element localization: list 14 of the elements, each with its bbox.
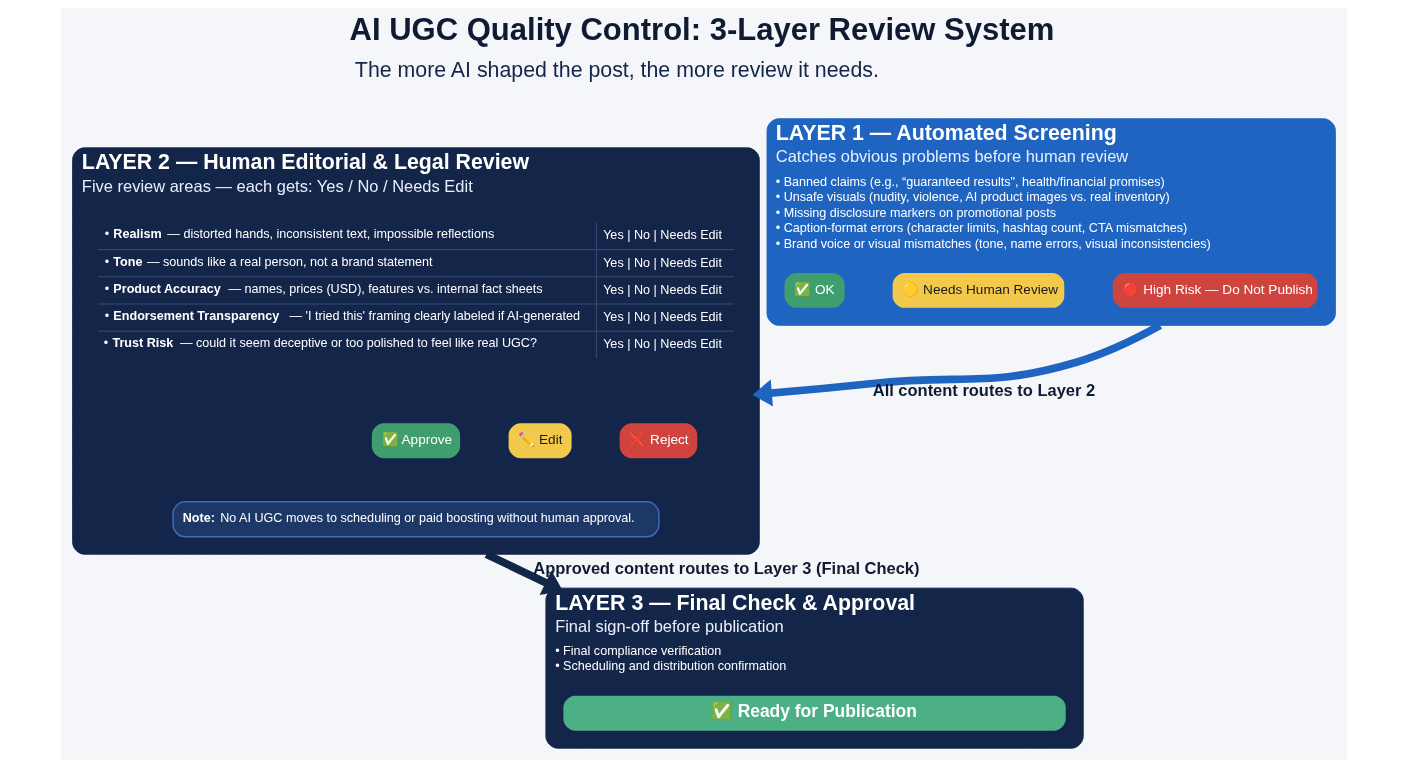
label: Yes | No | Needs Edit	[603, 228, 722, 243]
label: • Endorsement Transparency — 'I tried this' framing clearly labeled if AI-generated	[104, 308, 580, 323]
label: Yes | No | Needs Edit	[603, 282, 722, 297]
label: Yes | No | Needs Edit	[603, 337, 722, 352]
edge-label: All content routes to Layer 2	[872, 380, 1096, 399]
label: • Product Accuracy — names, prices (USD), features vs. internal fact sheets	[104, 281, 543, 296]
label: • Trust Risk — could it seem deceptive or too polished to feel like real UGC?	[103, 336, 537, 351]
label: Yes | No | Needs Edit	[603, 255, 722, 270]
edge-label: Approved content routes to Layer 3 (Final Check)	[533, 559, 920, 578]
label: • Realism — distorted hands, inconsistent text, impossible reflections	[104, 227, 495, 242]
label: The more AI shaped the post, the more review it needs.	[354, 57, 879, 82]
label: Yes | No | Needs Edit	[603, 309, 722, 324]
diagram-title: AI UGC Quality Control: 3-Layer Review System	[349, 11, 1055, 47]
label: • Tone — sounds like a real person, not a brand statement	[104, 254, 433, 269]
